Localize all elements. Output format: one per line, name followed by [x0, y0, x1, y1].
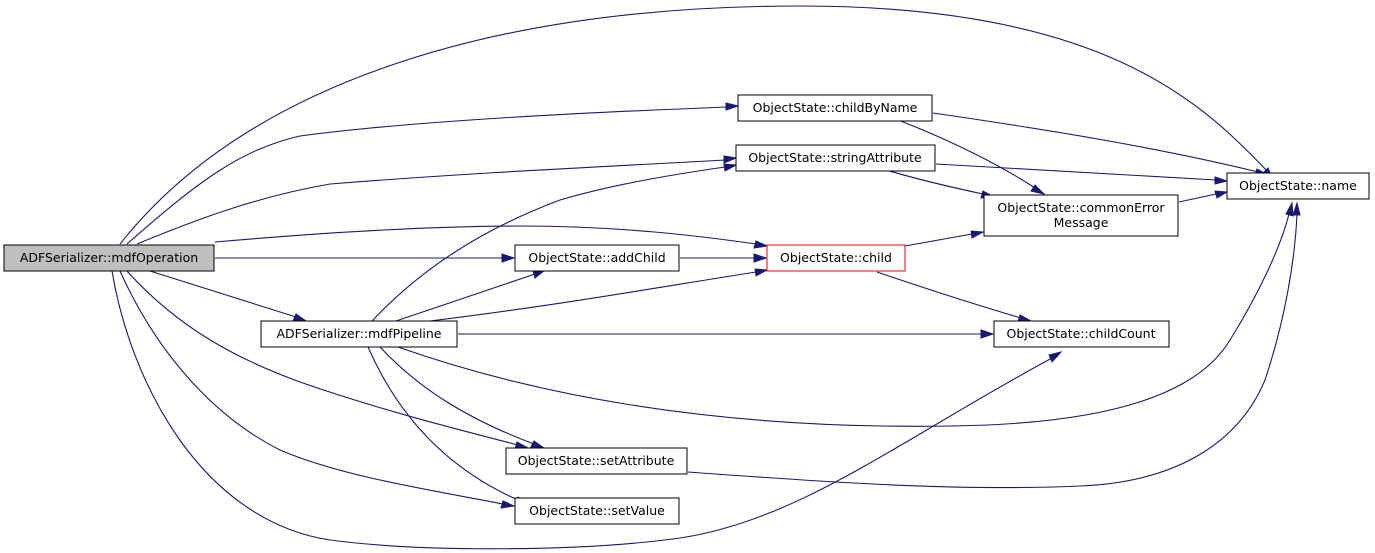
- node-setattribute-label: ObjectState::setAttribute: [518, 453, 675, 468]
- node-stringattribute[interactable]: ObjectState::stringAttribute: [735, 144, 936, 172]
- node-child[interactable]: ObjectState::child: [766, 244, 906, 272]
- node-setvalue[interactable]: ObjectState::setValue: [514, 497, 680, 525]
- node-addchild[interactable]: ObjectState::addChild: [514, 244, 680, 272]
- node-commonerrormessage-label-line1: ObjectState::commonError: [997, 200, 1165, 215]
- node-setvalue-label: ObjectState::setValue: [529, 503, 665, 518]
- node-stringattribute-label: ObjectState::stringAttribute: [748, 150, 922, 165]
- node-name-label: ObjectState::name: [1239, 178, 1357, 193]
- edge-mdfoperation-to-child: [214, 225, 769, 249]
- node-mdfoperation: ADFSerializer::mdfOperation: [3, 244, 215, 272]
- edge-setattribute-to-name: [687, 201, 1301, 489]
- node-child-label: ObjectState::child: [780, 250, 892, 265]
- edge-stringattribute-to-name: [935, 163, 1229, 185]
- node-commonerrormessage-label-line2: Message: [1054, 215, 1109, 230]
- edge-mdfoperation-to-childcount: [111, 270, 1063, 550]
- edge-stringattribute-to-commonerror: [885, 169, 996, 199]
- edge-childbyname-to-commonerror: [897, 119, 1046, 195]
- node-name[interactable]: ObjectState::name: [1226, 172, 1370, 200]
- edge-mdfpipeline-to-addchild: [395, 269, 547, 322]
- edge-child-to-childcount: [876, 271, 1033, 323]
- edge-mdfpipeline-to-child: [429, 268, 769, 322]
- edge-child-to-commonerror: [904, 230, 985, 247]
- edge-mdfoperation-to-mdfpipeline: [149, 270, 308, 322]
- nodes: ADFSerializer::mdfOperation ADFSerialize…: [3, 94, 1370, 525]
- edge-mdfpipeline-to-setattribute: [379, 346, 546, 449]
- edges: [111, 5, 1301, 550]
- node-setattribute[interactable]: ObjectState::setAttribute: [505, 447, 688, 475]
- node-mdfpipeline[interactable]: ADFSerializer::mdfPipeline: [260, 320, 458, 348]
- node-mdfpipeline-label: ADFSerializer::mdfPipeline: [276, 326, 441, 341]
- edge-mdfoperation-to-childbyname: [126, 102, 740, 245]
- node-childcount-label: ObjectState::childCount: [1006, 326, 1155, 341]
- edge-mdfpipeline-to-setvalue: [367, 346, 530, 505]
- node-commonerrormessage[interactable]: ObjectState::commonError Message: [983, 194, 1179, 237]
- edge-mdfoperation-to-stringattribute: [136, 155, 738, 245]
- edge-mdfpipeline-to-name: [397, 201, 1294, 427]
- edge-mdfpipeline-to-stringattribute: [371, 163, 738, 322]
- node-addchild-label: ObjectState::addChild: [528, 250, 665, 265]
- node-childcount[interactable]: ObjectState::childCount: [993, 320, 1170, 348]
- edge-mdfoperation-to-addchild: [215, 253, 516, 263]
- edge-mdfpipeline-to-childcount: [458, 329, 995, 339]
- edge-commonerror-to-name: [1178, 190, 1229, 203]
- edge-mdfoperation-to-setattribute: [126, 270, 530, 450]
- node-childbyname[interactable]: ObjectState::childByName: [737, 94, 933, 122]
- edge-mdfoperation-to-setvalue: [119, 270, 516, 509]
- edge-addchild-to-child: [680, 253, 768, 263]
- node-mdfoperation-label: ADFSerializer::mdfOperation: [20, 250, 198, 265]
- node-childbyname-label: ObjectState::childByName: [753, 100, 918, 115]
